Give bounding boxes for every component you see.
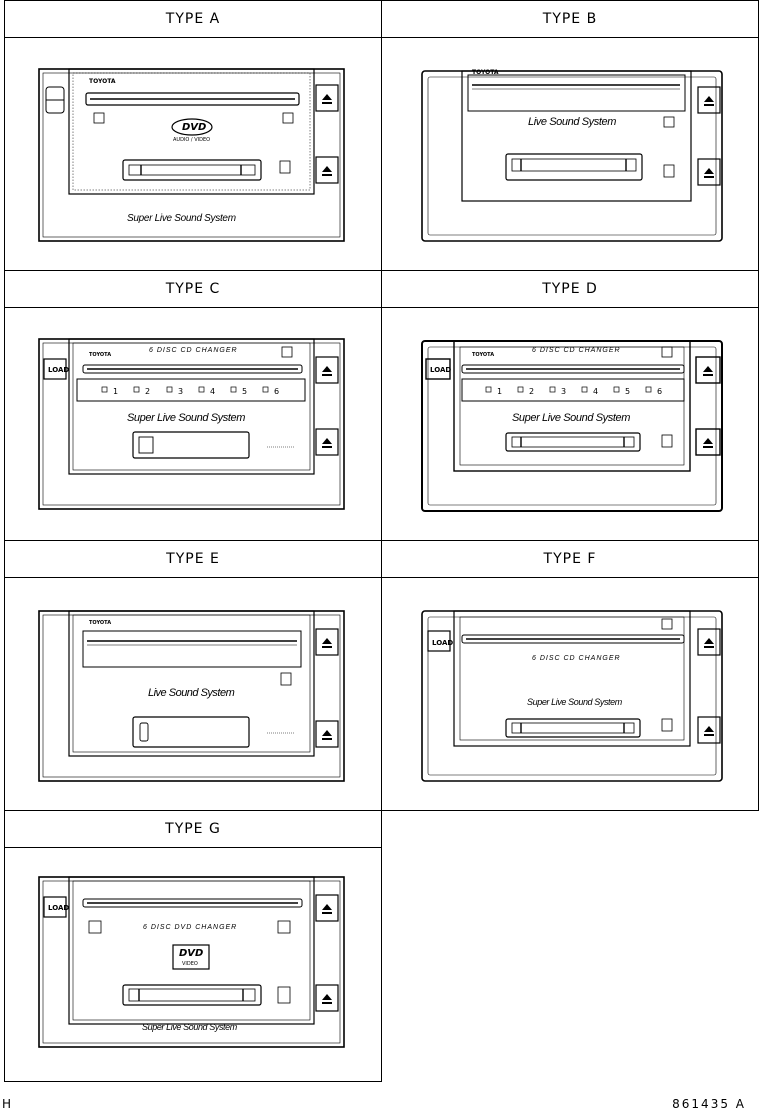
brand-label: TOYOTA <box>472 69 499 76</box>
figure-id: 861435 A <box>672 1097 746 1111</box>
load-button-label[interactable]: LOAD <box>48 366 70 374</box>
disc-6-label: 6 <box>274 387 280 396</box>
head-unit-type-d <box>421 340 723 512</box>
dvd-logo: DVD <box>179 948 204 959</box>
head-unit-type-f <box>421 610 723 782</box>
slogan-label: Super Live Sound System <box>527 697 622 707</box>
changer-label: 6 DISC CD CHANGER <box>149 347 238 354</box>
slogan-label: Super Live Sound System <box>127 412 245 424</box>
panel-title: TYPE D <box>382 271 758 308</box>
panel-title: TYPE G <box>5 811 381 848</box>
brand-label: TOYOTA <box>89 352 112 358</box>
dvd-logo: DVD <box>182 122 207 133</box>
panel-type-c: TYPE C LOAD TOYOTA 6 DISC CD CHANGER 1 2… <box>4 270 382 541</box>
disc-4-label: 4 <box>593 387 599 396</box>
changer-label: 6 DISC DVD CHANGER <box>143 924 238 931</box>
disc-6-label: 6 <box>657 387 663 396</box>
head-unit-type-c <box>38 338 345 510</box>
panel-type-b: TYPE B TOYOTA Live Sound System <box>381 0 759 271</box>
panel-title: TYPE B <box>382 1 758 38</box>
brand-label: TOYOTA <box>89 620 112 626</box>
load-button-label[interactable]: LOAD <box>430 366 452 374</box>
disc-2-label: 2 <box>529 387 535 396</box>
changer-label: 6 DISC CD CHANGER <box>532 347 621 354</box>
dvd-logo-sub: VIDEO <box>182 961 198 967</box>
disc-indicators <box>101 386 269 393</box>
slogan-label: Live Sound System <box>148 687 235 699</box>
disc-indicators <box>485 386 652 393</box>
panel-title: TYPE F <box>382 541 758 578</box>
disc-3-label: 3 <box>178 387 184 396</box>
slogan-label: Super Live Sound System <box>512 412 630 424</box>
head-unit-type-g <box>38 876 345 1048</box>
slogan-label: Live Sound System <box>528 116 616 128</box>
panel-title: TYPE E <box>5 541 381 578</box>
disc-4-label: 4 <box>210 387 216 396</box>
brand-label: TOYOTA <box>89 78 116 85</box>
disc-2-label: 2 <box>145 387 151 396</box>
changer-label: 6 DISC CD CHANGER <box>532 655 621 662</box>
panel-title: TYPE C <box>5 271 381 308</box>
footer-left-code: H <box>2 1097 12 1111</box>
disc-5-label: 5 <box>625 387 631 396</box>
load-button-label[interactable]: LOAD <box>432 639 454 647</box>
panel-type-f: TYPE F LOAD 6 DISC CD CHANGER Super Live… <box>381 540 759 811</box>
head-unit-type-a <box>38 68 345 242</box>
disc-5-label: 5 <box>242 387 248 396</box>
dvd-logo-sub: AUDIO / VIDEO <box>173 137 211 143</box>
disc-1-label: 1 <box>497 387 503 396</box>
panel-type-a: TYPE A TOYOTA DVD AUDIO / VIDEO Super Li… <box>4 0 382 271</box>
brand-label: TOYOTA <box>472 352 495 358</box>
disc-3-label: 3 <box>561 387 567 396</box>
panel-type-e: TYPE E TOYOTA Live Sound System <box>4 540 382 811</box>
panel-type-g: TYPE G LOAD 6 DISC DVD CHANGER DVD VIDEO… <box>4 810 382 1082</box>
head-unit-type-b <box>421 70 723 242</box>
head-unit-type-e <box>38 610 345 782</box>
disc-1-label: 1 <box>113 387 119 396</box>
slogan-label: Super Live Sound System <box>127 213 236 224</box>
panel-title: TYPE A <box>5 1 381 38</box>
load-button-label[interactable]: LOAD <box>48 904 70 912</box>
slogan-label: Super Live Sound System <box>142 1022 237 1032</box>
panel-type-d: TYPE D LOAD TOYOTA 6 DISC CD CHANGER 1 2… <box>381 270 759 541</box>
